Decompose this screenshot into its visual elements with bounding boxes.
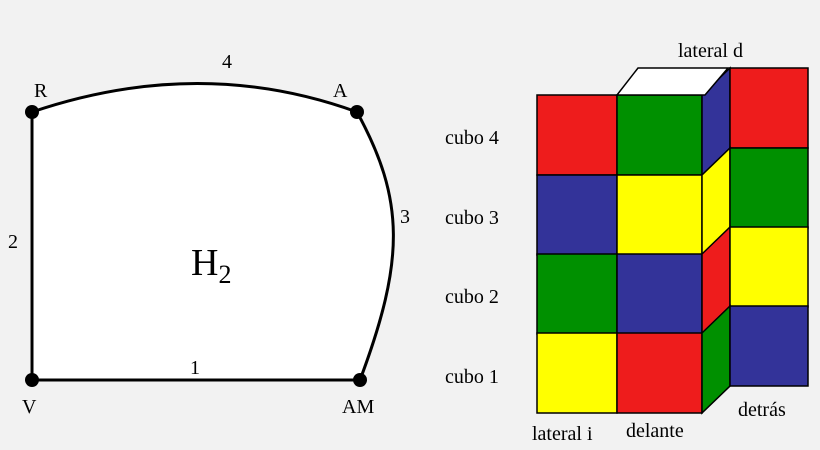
- cubes-panel: cubo 4 cubo 3 cubo 2 cubo 1 lateral i de…: [445, 40, 809, 445]
- vertex-AM: [353, 373, 367, 387]
- face-label-lateral-i: lateral i: [532, 423, 593, 445]
- edge-label-4: 4: [222, 51, 232, 73]
- cell-detras-cubo-3: [729, 147, 809, 229]
- cell-lateral-i-cubo-4: [536, 94, 618, 176]
- edge-label-1: 1: [190, 357, 200, 379]
- cube-cells: [536, 66, 809, 415]
- graph-panel: R A V AM 1 2 3 4 H2: [8, 51, 410, 418]
- face-label-lateral-d: lateral d: [678, 40, 743, 62]
- cell-detras-cubo-2: [729, 226, 809, 308]
- edge-label-3: 3: [400, 206, 410, 228]
- graph-face-top-fill: [30, 83, 360, 380]
- cell-delante-cubo-2: [616, 253, 703, 335]
- face-label-subscript: 2: [218, 260, 231, 289]
- vertex-A: [350, 105, 364, 119]
- cell-detras-cubo-4: [729, 67, 809, 149]
- face-label-detras: detrás: [738, 399, 786, 421]
- face-label-main: H: [191, 242, 218, 284]
- face-label-delante: delante: [626, 420, 684, 442]
- cell-lateral-i-cubo-3: [536, 174, 618, 256]
- cell-detras-cubo-1: [729, 305, 809, 387]
- vertex-label-AM: AM: [342, 396, 374, 418]
- edge-4: [31, 82, 358, 114]
- vertex-label-R: R: [34, 80, 48, 102]
- cell-delante-cubo-1: [616, 332, 703, 414]
- row-label-cubo-4: cubo 4: [445, 127, 499, 149]
- row-label-cubo-2: cubo 2: [445, 286, 499, 308]
- edge-label-2: 2: [8, 231, 18, 253]
- cell-lateral-i-cubo-1: [536, 332, 618, 414]
- vertex-R: [25, 105, 39, 119]
- row-label-cubo-3: cubo 3: [445, 207, 499, 229]
- top-face-outline: [615, 67, 730, 96]
- vertex-V: [25, 373, 39, 387]
- cell-lateral-i-cubo-2: [536, 253, 618, 335]
- row-label-cubo-1: cubo 1: [445, 366, 499, 388]
- vertex-label-A: A: [333, 80, 348, 102]
- face-label: H2: [191, 242, 231, 289]
- cell-delante-cubo-3: [616, 174, 703, 256]
- vertex-label-V: V: [22, 396, 37, 418]
- edge-3: [355, 111, 395, 381]
- cell-delante-cubo-4: [616, 94, 703, 176]
